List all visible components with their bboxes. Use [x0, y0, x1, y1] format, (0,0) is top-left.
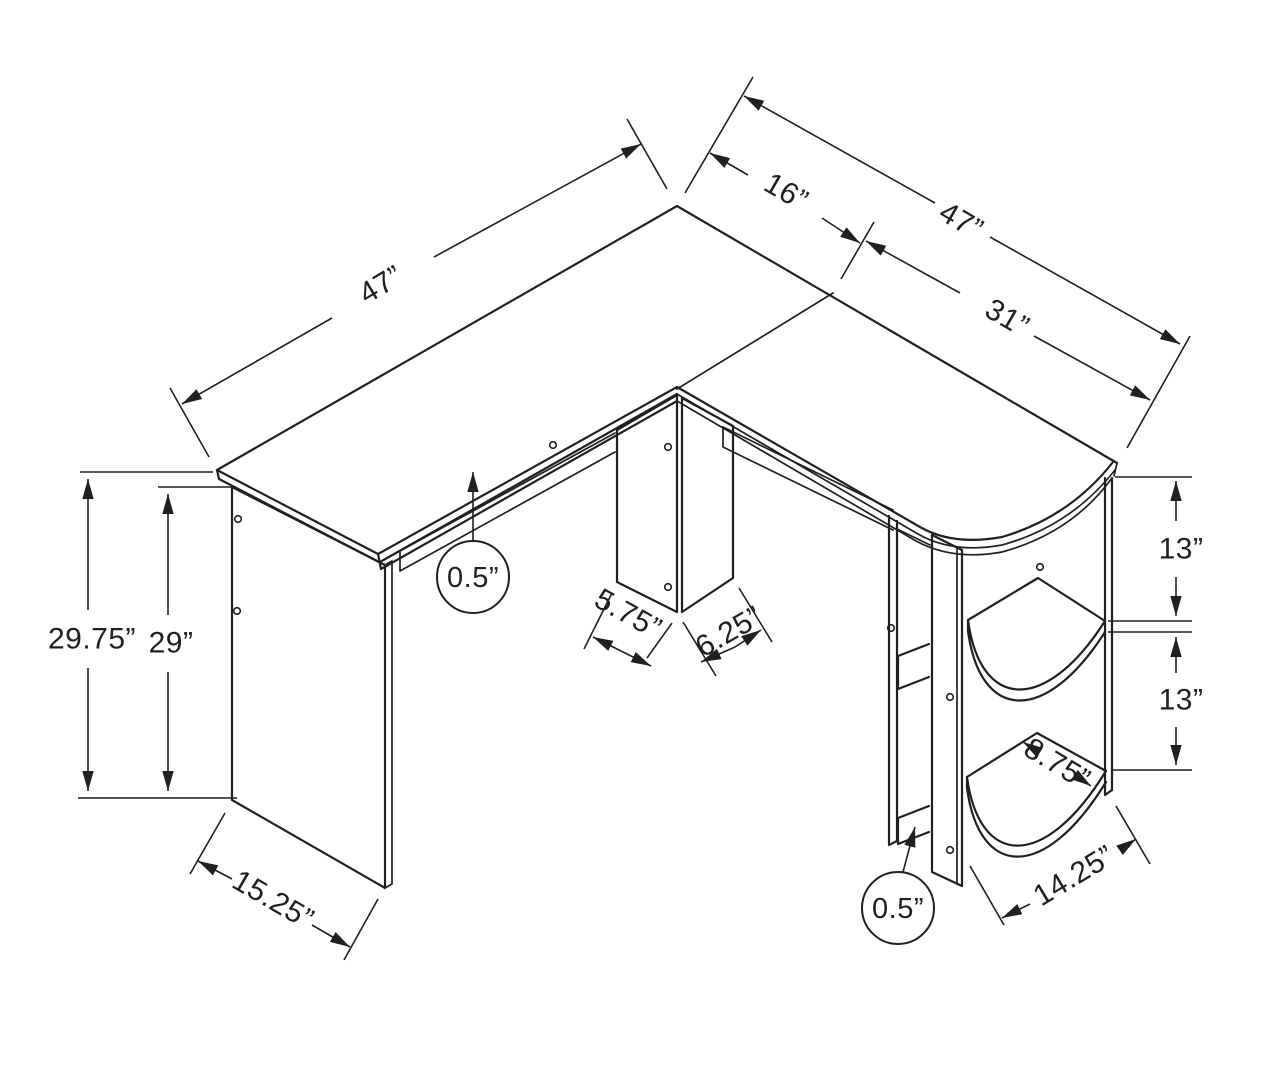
shelf-rail-middle — [896, 642, 931, 691]
dim-label-side-panel-depth: 15.25” — [227, 864, 320, 937]
dim-label-center-leg-right-width: 6.25” — [690, 600, 768, 664]
right-apron — [722, 426, 931, 546]
dim-label-right-top-depth: 16” — [758, 166, 813, 217]
dim-label-upper-shelf-clearance: 13” — [1159, 533, 1204, 566]
dim-label-left-top-length: 47” — [353, 259, 408, 310]
callout-circle-desktop-thickness — [436, 540, 510, 614]
left-side-panel-edge — [384, 560, 393, 889]
thickness-leader-bottom — [902, 826, 916, 873]
left-side-panel — [230, 485, 387, 890]
desktop-right-front-band — [676, 393, 1116, 549]
dim-label-right-top-length: 47” — [933, 195, 988, 246]
left-apron — [399, 432, 616, 572]
middle-shelf — [966, 576, 1107, 702]
dim-label-lower-shelf-clearance: 13” — [1159, 684, 1204, 717]
dim-label-shelf-depth: 8.75” — [1018, 732, 1096, 797]
desktop-seam-line — [676, 292, 834, 390]
cam-screw-dots — [232, 440, 1045, 855]
dim-label-side-panel-height: 29” — [149, 627, 194, 660]
desktop-right-front-band-2 — [676, 400, 1113, 556]
dimension-arrows — [82, 95, 1182, 948]
dim-label-center-leg-left-width: 5.75” — [589, 582, 667, 645]
callout-circle-shelf-thickness — [861, 871, 935, 945]
desktop-right-front-edge — [675, 385, 1115, 541]
desktop-left-end-edge — [215, 468, 381, 564]
dim-label-right-top-front-length: 31” — [979, 292, 1034, 343]
desk-structure — [215, 204, 1119, 890]
dimension-annotations — [78, 76, 1192, 961]
shelf-back-leg — [887, 514, 899, 847]
shelf-right-panel — [1103, 476, 1114, 797]
shelf-rail-bottom — [896, 804, 931, 846]
desktop-left-front-edge — [376, 385, 679, 571]
center-support-leg — [615, 393, 735, 614]
dim-label-overall-height: 29.75” — [48, 623, 136, 656]
desktop-back-edges — [215, 204, 1119, 472]
bottom-shelf — [965, 731, 1108, 858]
desktop-right-tip — [1113, 462, 1118, 477]
dim-label-desktop-thickness: 0.5” — [447, 562, 499, 594]
extension-lines — [78, 76, 1192, 961]
dim-label-shelf-rail-thickness: 0.5” — [872, 893, 924, 925]
